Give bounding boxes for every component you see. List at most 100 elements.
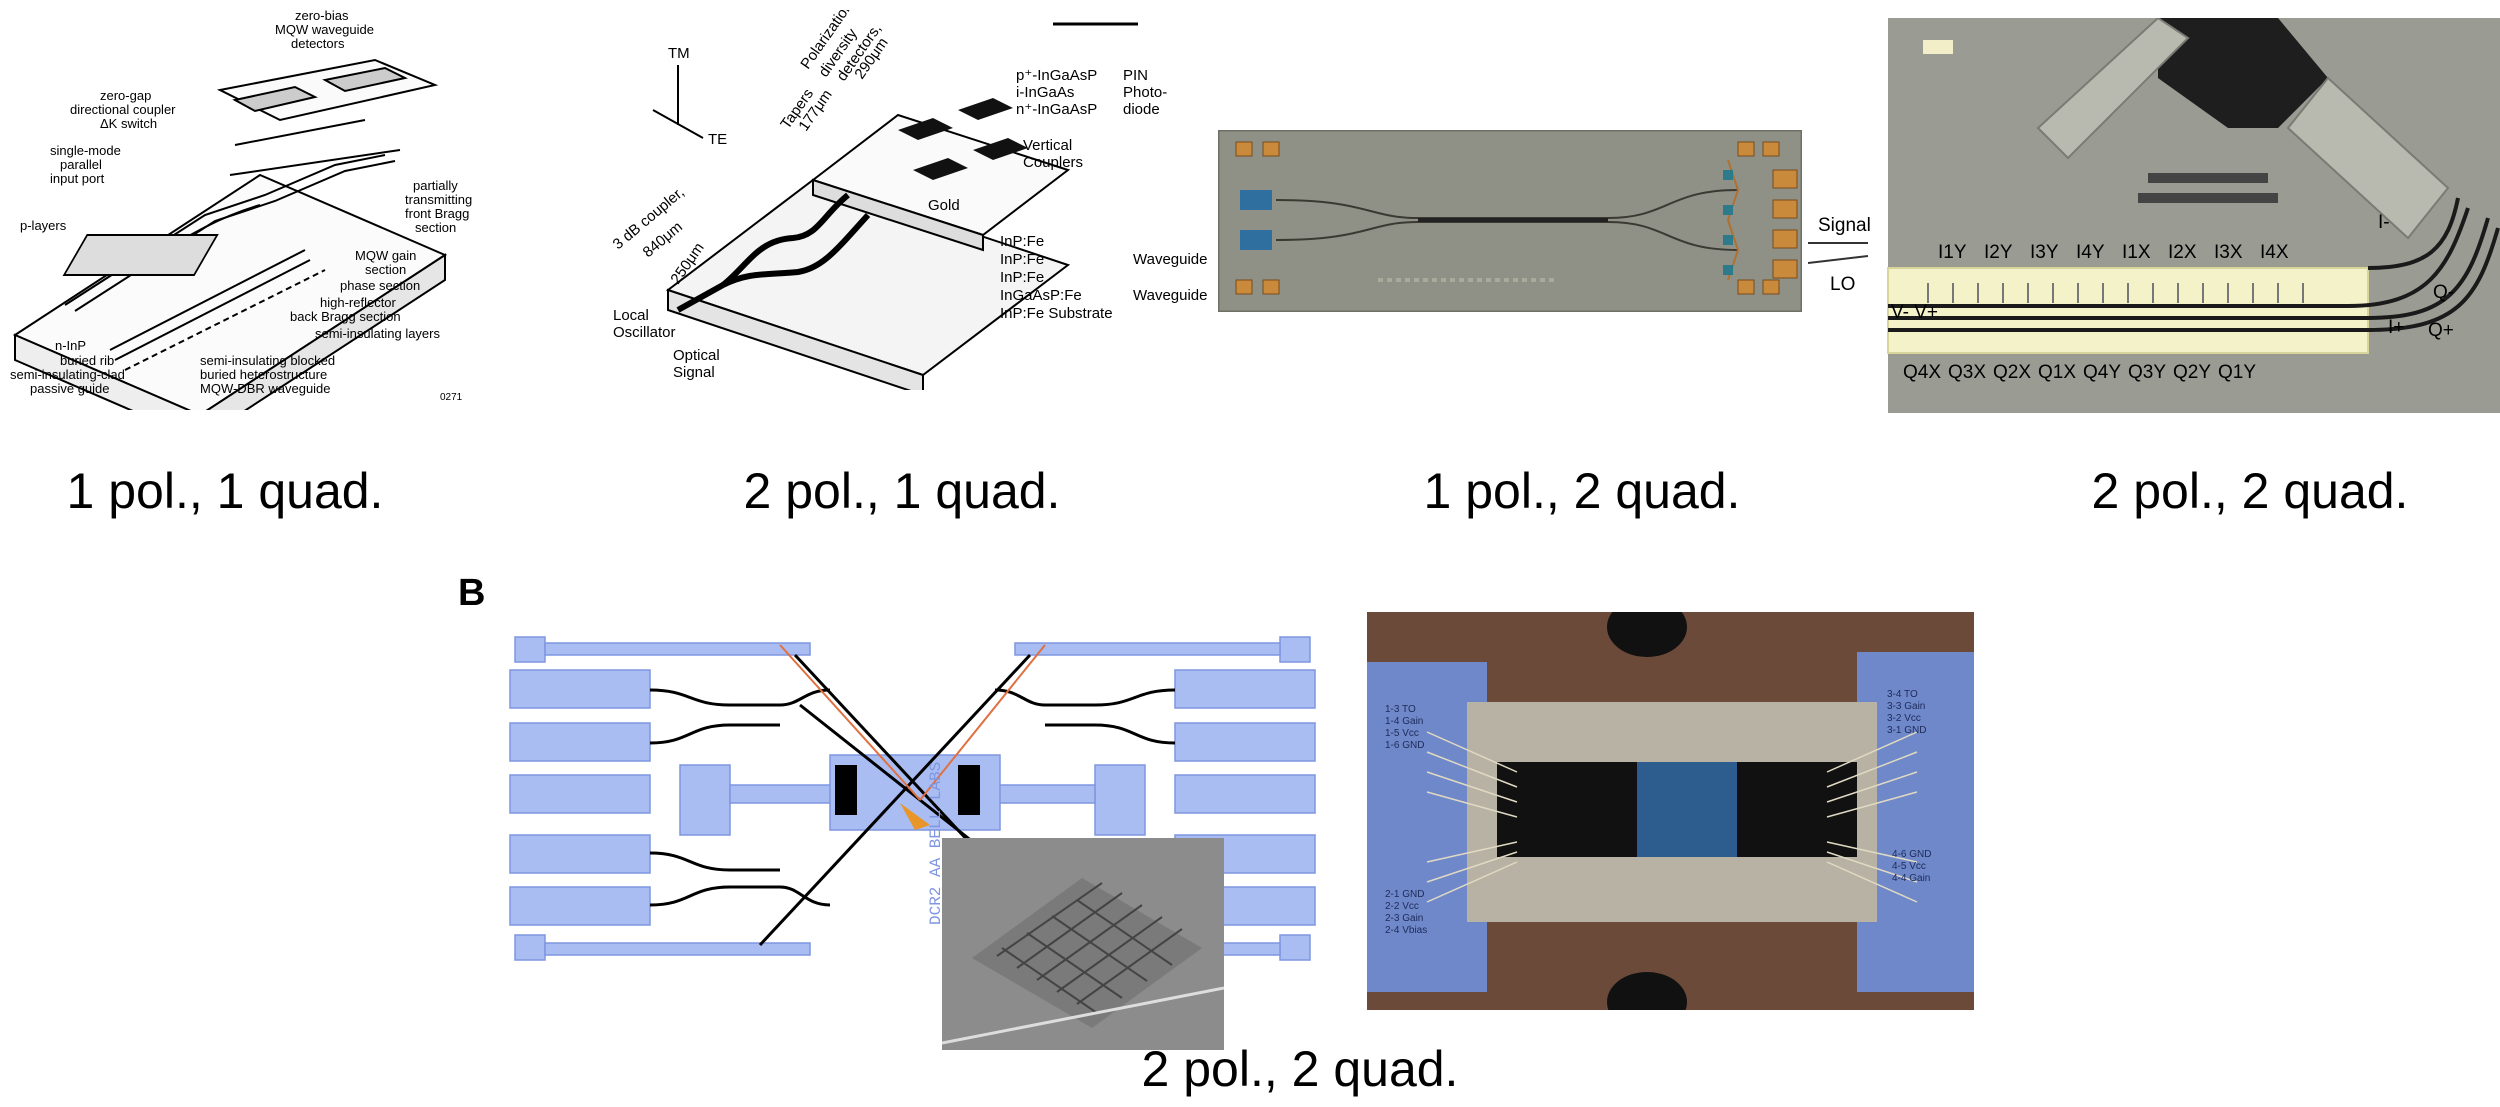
photo-label-left-bottom-2: 2-3 Gain [1385,913,1423,924]
photo-label-left-top-1: 1-4 Gain [1385,716,1423,727]
label-mqw-waveguide: MQW waveguide [275,22,374,37]
label-substrate: InP:Fe Substrate [1000,305,1113,322]
fig-a3-chip-photo [1218,130,1802,312]
label-section: section [415,220,456,235]
label-inp-fe-1: InP:Fe [1000,233,1044,250]
photo-label-right-top-1: 3-3 Gain [1887,701,1925,712]
label-front-bragg: front Bragg [405,206,469,221]
panel-b-letter: B [458,572,486,614]
photo-label-right-bottom-0: 4-6 GND [1892,849,1931,860]
photo-label-left-bottom-1: 2-2 Vcc [1385,901,1419,912]
label-i-ingaas: i-InGaAs [1016,84,1074,101]
label-tm: TM [668,45,690,62]
label-mqw-gain: MQW gain [355,248,416,263]
label-vertical: Vertical [1023,137,1072,154]
caption-a4: 2 pol., 2 quad. [2091,463,2409,519]
label-top-port-4: I1X [2122,242,2151,263]
label-optical: Optical [673,347,720,364]
label-pin: PIN [1123,67,1148,84]
photo-label-left-top-2: 1-5 Vcc [1385,728,1419,739]
photo-label-right-top-2: 3-2 Vcc [1887,713,1921,724]
label-passive-guide: passive guide [30,381,110,396]
label-input-port: input port [50,171,105,186]
label-i-plus: I+ [2388,317,2404,338]
label-partially: partially [413,178,458,193]
label-top-port-7: I4X [2260,242,2289,263]
label-signal: Signal [673,364,715,381]
label-zero-gap: zero-gap [100,88,151,103]
label-couplers: Couplers [1023,154,1083,171]
label-q-plus: Q+ [2428,320,2454,341]
label-top-port-1: I2Y [1984,242,2013,263]
photo-label-right-bottom-2: 4-4 Gain [1892,873,1930,884]
label-oscillator: Oscillator [613,324,676,341]
label-bottom-port-6: Q2Y [2173,362,2211,383]
label-dk-switch: ΔK switch [100,116,157,131]
label-back-bragg: back Bragg section [290,309,401,324]
label-diode: diode [1123,101,1160,118]
photo-label-left-bottom-3: 2-4 Vbias [1385,925,1427,936]
label-bottom-port-7: Q1Y [2218,362,2256,383]
label-layout-text: DCR2 AA BELL LABS [927,762,945,925]
photo-label-right-top-3: 3-1 GND [1887,725,1926,736]
label-v-a4: V- V+ [1891,302,1938,323]
label-photo: Photo- [1123,84,1167,101]
label-lo-a4: LO [1830,274,1855,295]
caption-a1: 1 pol., 1 quad. [66,463,384,519]
label-parallel: parallel [60,157,102,172]
label-mqw-section: section [365,262,406,277]
label-top-port-3: I4Y [2076,242,2105,263]
label-bottom-port-0: Q4X [1903,362,1941,383]
label-signal-a4: Signal [1818,215,1871,236]
label-waveguide-1: Waveguide [1133,251,1208,268]
label-zero-bias: zero-bias [295,8,349,23]
label-bottom-port-2: Q2X [1993,362,2031,383]
label-waveguide-2: Waveguide [1133,287,1208,304]
label-i-minus: I- [2378,212,2390,233]
label-n-inp: n-InP [55,338,86,353]
label-p-ingaasp: p⁺-InGaAsP [1016,67,1097,84]
photo-label-right-top-0: 3-4 TO [1887,689,1918,700]
photo-label-right-bottom-1: 4-5 Vcc [1892,861,1926,872]
label-transmitting: transmitting [405,192,472,207]
fig-b1-sem-inset [942,838,1224,1050]
photo-label-left-bottom-0: 2-1 GND [1385,889,1424,900]
label-inp-fe-2: InP:Fe [1000,269,1044,286]
label-top-port-6: I3X [2214,242,2243,263]
label-bottom-port-3: Q1X [2038,362,2076,383]
caption-b: 2 pol., 2 quad. [1141,1041,1459,1097]
label-mqw-dbr: MQW-DBR waveguide [200,381,331,396]
label-code: 0271 [440,392,463,403]
fig-a4-dual-pol-chip-photo: Signal LO V- V+ I- I+ Q- Q+ I1Y I2Y I3Y I4Y… [1808,18,2500,423]
label-top-port-2: I3Y [2030,242,2059,263]
label-q-minus: Q- [2433,282,2454,303]
label-semi-insulating-clad: semi-insulating-clad [10,367,125,382]
label-semi-insulating: semi-insulating layers [315,326,440,341]
label-n-ingaasp: n⁺-InGaAsP [1016,101,1097,118]
label-buried-rib: buried rib [60,353,114,368]
fig-a1-waveguide-schematic: zero-bias MQW waveguide detectors zero-g… [5,5,492,410]
label-local: Local [613,307,649,324]
label-buried-heterostructure: buried heterostructure [200,367,327,382]
label-phase-section: phase section [340,278,420,293]
label-bottom-port-5: Q3Y [2128,362,2166,383]
label-bottom-port-1: Q3X [1948,362,1986,383]
label-gold: Gold [928,197,960,214]
label-p-layers: p-layers [20,218,67,233]
label-inp-fe-wg: InP:Fe [1000,251,1044,268]
label-si-blocked: semi-insulating blocked [200,353,335,368]
caption-a2: 2 pol., 1 quad. [743,463,1061,519]
label-top-port-0: I1Y [1938,242,1967,263]
label-high-reflector: high-reflector [320,295,397,310]
caption-a3: 1 pol., 2 quad. [1423,463,1741,519]
label-bottom-port-4: Q4Y [2083,362,2121,383]
label-single-mode: single-mode [50,143,121,158]
label-top-port-5: I2X [2168,242,2197,263]
label-te: TE [708,131,727,148]
photo-label-left-top-3: 1-6 GND [1385,740,1424,751]
label-detectors: detectors [291,36,345,51]
label-directional-coupler: directional coupler [70,102,176,117]
photo-label-left-top-0: 1-3 TO [1385,704,1416,715]
fig-a2-polarization-diversity-schematic: TM TE Tapers 177μm Polarization diversit… [608,10,1208,390]
